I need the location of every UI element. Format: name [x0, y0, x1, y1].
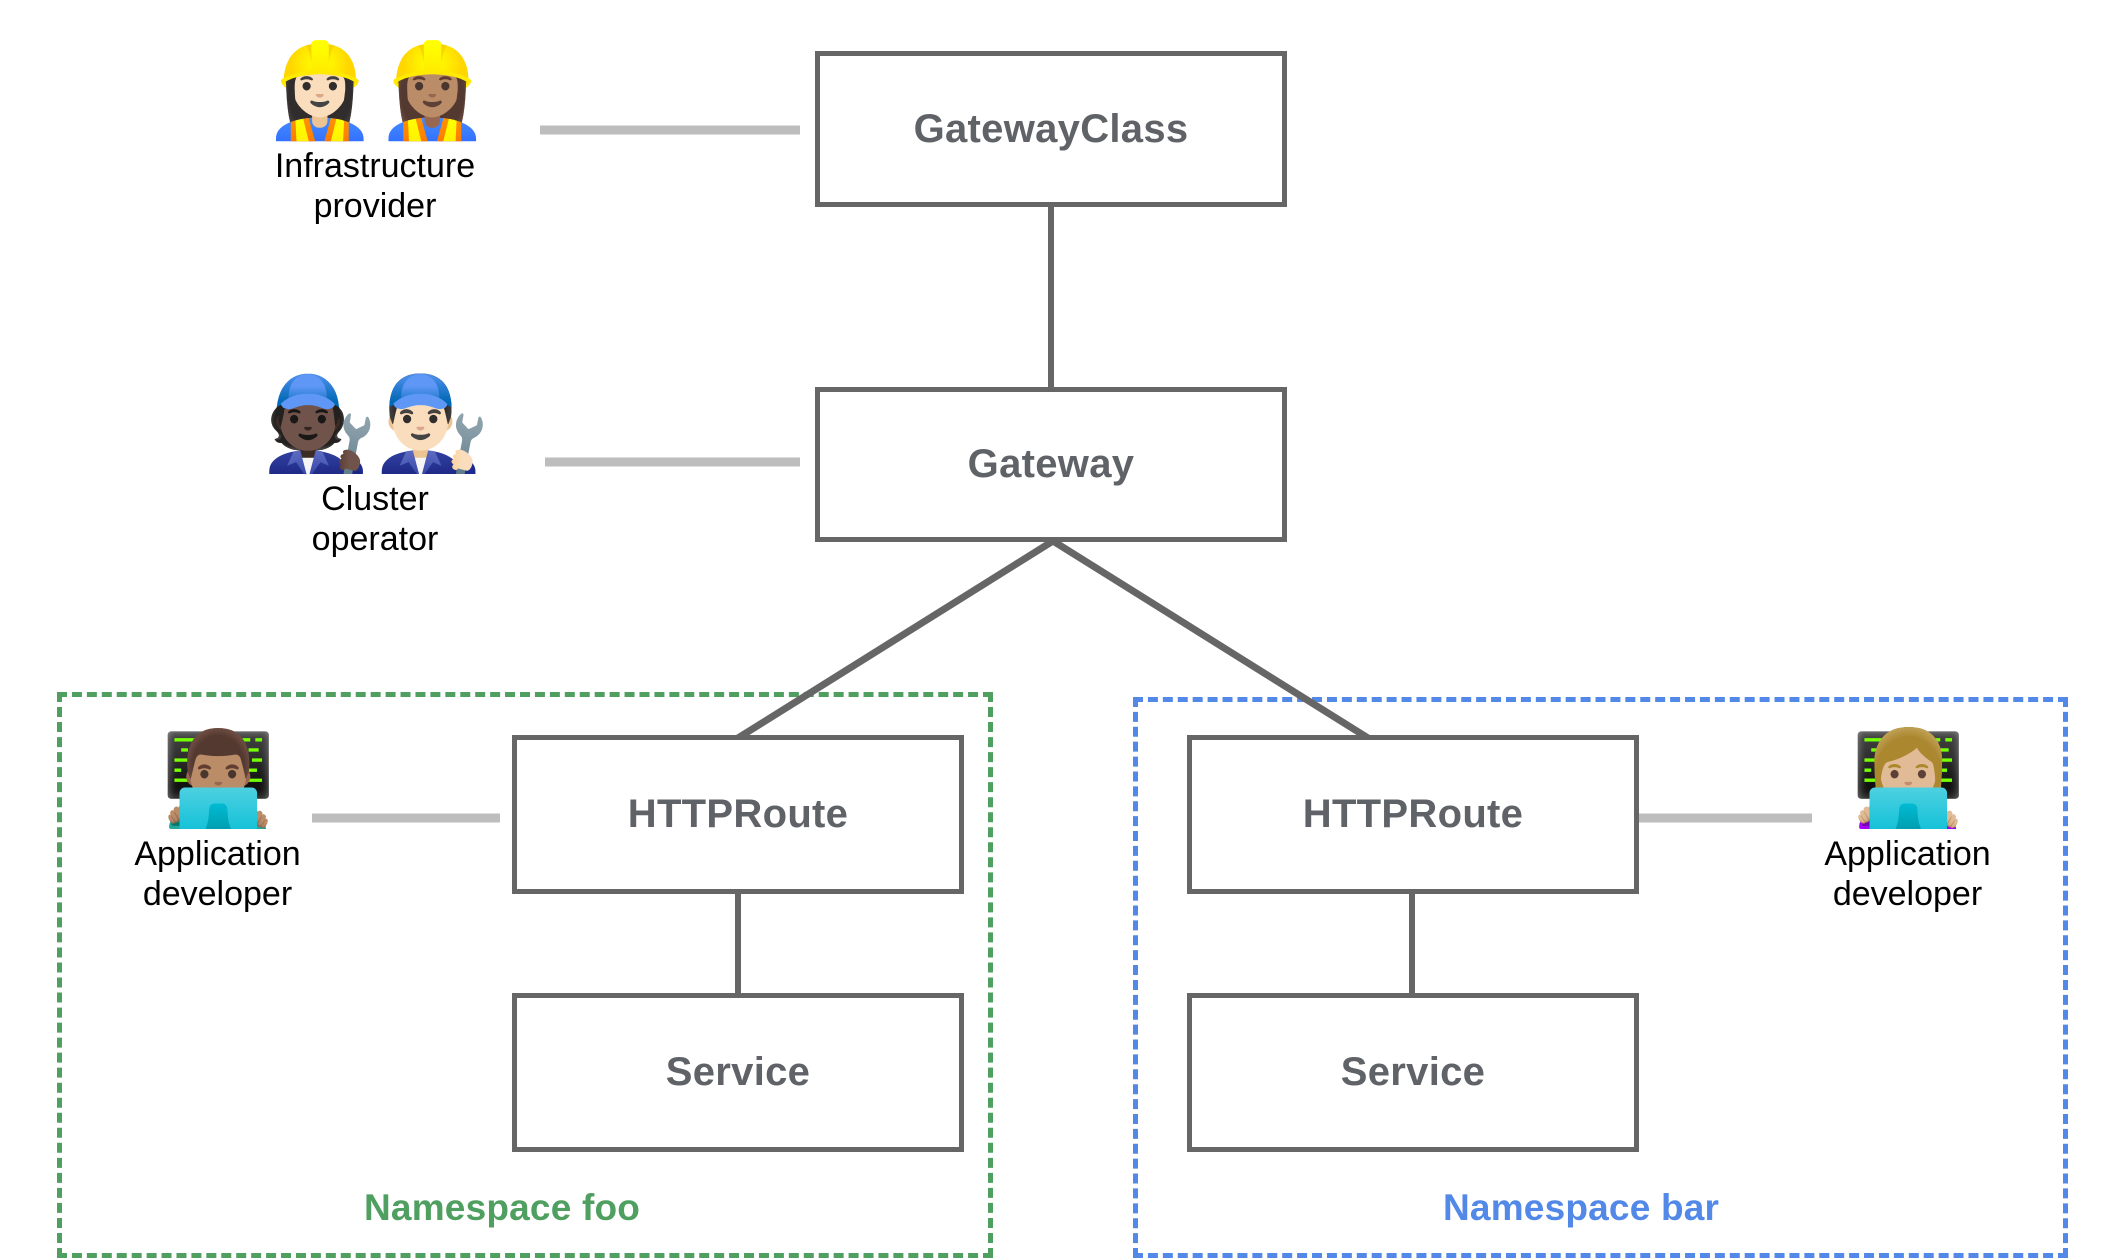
resource-box-httproute-bar[interactable]: HTTPRoute [1187, 735, 1639, 894]
persona-infrastructure-provider: 👷🏻‍♀️👷🏽‍♀️ Infrastructure provider [210, 40, 540, 226]
resource-box-httproute-foo[interactable]: HTTPRoute [512, 735, 964, 894]
namespace-bar-label: Namespace bar [1443, 1187, 1720, 1228]
persona-cluster-operator: 🧑🏿‍🔧👨🏻‍🔧 Cluster operator [225, 373, 525, 559]
persona-application-developer-bar: 👩🏼‍💻 Application developer [1795, 728, 2020, 914]
resource-box-service-bar[interactable]: Service [1187, 993, 1639, 1152]
namespace-foo-label: Namespace foo [364, 1187, 641, 1228]
cluster-operator-caption: Cluster operator [311, 480, 439, 558]
woman-construction-worker-icon: 👷🏻‍♀️👷🏽‍♀️ [262, 40, 489, 142]
httproute-foo-label: HTTPRoute [627, 792, 849, 836]
man-technologist-icon: 👨🏽‍💻 [161, 728, 276, 830]
application-developer-foo-caption: Application developer [134, 835, 301, 913]
gateway-label: Gateway [967, 442, 1135, 486]
service-bar-label: Service [1340, 1050, 1486, 1094]
service-foo-label: Service [665, 1050, 811, 1094]
resource-box-gateway[interactable]: Gateway [815, 387, 1287, 542]
resource-box-gatewayclass[interactable]: GatewayClass [815, 51, 1287, 207]
resource-box-service-foo[interactable]: Service [512, 993, 964, 1152]
application-developer-bar-caption: Application developer [1824, 835, 1991, 913]
gatewayclass-label: GatewayClass [913, 106, 1189, 151]
infrastructure-provider-caption: Infrastructure provider [274, 147, 476, 225]
mechanic-icon: 🧑🏿‍🔧👨🏻‍🔧 [262, 373, 489, 475]
woman-technologist-icon: 👩🏼‍💻 [1851, 728, 1966, 830]
httproute-bar-label: HTTPRoute [1302, 792, 1524, 836]
namespace-bar-boundary [1133, 697, 2068, 1258]
namespace-foo-boundary [57, 692, 993, 1258]
persona-application-developer-foo: 👨🏽‍💻 Application developer [105, 728, 330, 914]
